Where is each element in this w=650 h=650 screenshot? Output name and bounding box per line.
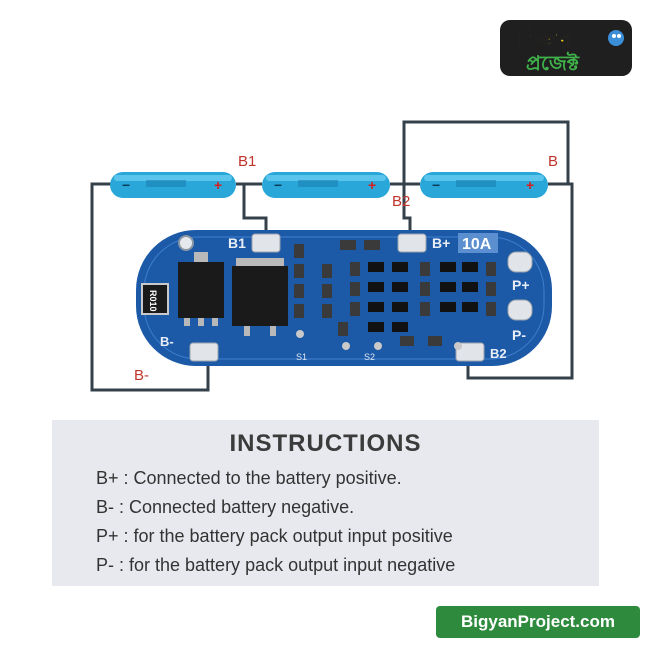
pad-b-plus: B+ bbox=[432, 235, 450, 251]
battery-cell-2: − + bbox=[262, 172, 390, 198]
pad-b-minus: B- bbox=[160, 334, 174, 349]
positive-mark: + bbox=[368, 177, 376, 193]
negative-mark: − bbox=[122, 177, 130, 193]
resistor-label: R010 bbox=[148, 290, 158, 312]
pad-p-plus: P+ bbox=[512, 277, 530, 293]
instructions-list: B+ : Connected to the battery positive. … bbox=[96, 464, 455, 580]
battery-cell-3: − + bbox=[420, 172, 548, 198]
wire-b-minus bbox=[90, 182, 210, 392]
bigyan-project-logo: বিজ্ঞান প্রজেক্ট bbox=[500, 20, 632, 76]
label-b1: B1 bbox=[238, 153, 256, 170]
wire-b bbox=[466, 182, 574, 380]
negative-mark: − bbox=[432, 177, 440, 193]
positive-mark: + bbox=[214, 177, 222, 193]
bms-wiring-diagram: − + − + − + B1 B2 B B- B1 B+ 10A P+ P- B… bbox=[90, 120, 574, 392]
wire-b1 bbox=[236, 182, 268, 236]
current-rating: 10A bbox=[462, 236, 492, 253]
instructions-panel: INSTRUCTIONS B+ : Connected to the batte… bbox=[52, 420, 599, 586]
instructions-title: INSTRUCTIONS bbox=[229, 430, 422, 457]
silkscreen-s1: S1 bbox=[296, 352, 307, 362]
label-b-minus: B- bbox=[134, 367, 149, 384]
positive-mark: + bbox=[526, 177, 534, 193]
site-url-badge[interactable]: BigyanProject.com bbox=[436, 606, 640, 638]
bms-board: B1 B+ 10A P+ P- B- B2 R010 bbox=[136, 230, 552, 366]
rocket-mascot-icon bbox=[608, 30, 624, 46]
instruction-p-minus: P- : for the battery pack output input n… bbox=[96, 555, 456, 575]
pad-b1: B1 bbox=[228, 235, 246, 251]
logo-line1: বিজ্ঞান bbox=[517, 27, 573, 51]
instruction-p-plus: P+ : for the battery pack output input p… bbox=[96, 526, 453, 546]
pad-b2: B2 bbox=[490, 346, 507, 361]
connection-wires bbox=[90, 120, 574, 392]
instruction-b-minus: B- : Connected battery negative. bbox=[96, 497, 355, 517]
battery-cell-1: − + bbox=[110, 172, 236, 198]
logo-line2: প্রজেক্ট bbox=[526, 51, 580, 75]
instruction-b-plus: B+ : Connected to the battery positive. bbox=[96, 468, 402, 488]
label-b: B bbox=[548, 153, 558, 170]
label-b2: B2 bbox=[392, 193, 410, 210]
silkscreen-s2: S2 bbox=[364, 352, 375, 362]
pad-p-minus: P- bbox=[512, 327, 526, 343]
negative-mark: − bbox=[274, 177, 282, 193]
